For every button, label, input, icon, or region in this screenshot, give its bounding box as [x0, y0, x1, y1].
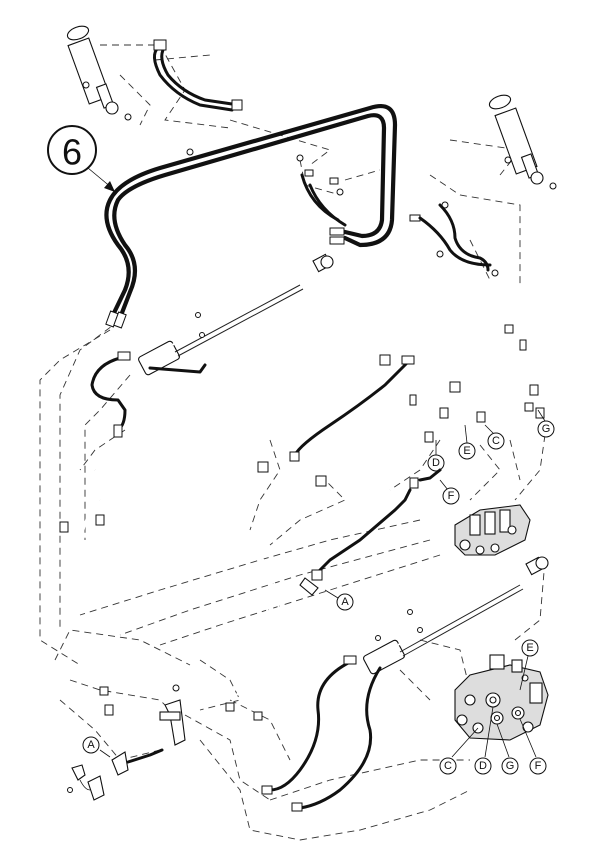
assembly-dashed-lines	[39, 44, 546, 841]
callout-valve-e: E	[526, 642, 533, 654]
lower-left-parts	[67, 684, 186, 801]
hose-upper-left	[153, 39, 243, 112]
steel-tubes-center	[257, 324, 534, 487]
hose-upper-right	[300, 173, 492, 272]
reference-number: 6	[62, 132, 82, 173]
callout-valve-d: D	[479, 760, 487, 772]
control-valve-upper	[299, 468, 531, 596]
callout-upper-g: G	[542, 423, 551, 435]
hose-middle-upper	[90, 351, 207, 438]
callout-valve-g: G	[506, 760, 515, 772]
callout-upper-c: C	[492, 435, 500, 447]
left-frame-tubes	[59, 469, 282, 721]
callout-hose-end-a: A	[341, 596, 349, 608]
hose-lower	[261, 655, 382, 812]
hose-center-black	[289, 355, 415, 462]
lower-cylinder	[363, 556, 549, 675]
callout-valve-f: F	[535, 760, 542, 772]
callout-valve-c: C	[444, 760, 452, 772]
callout-upper-d: D	[432, 457, 440, 469]
hose-6	[104, 103, 398, 329]
upper-left-cylinder	[66, 25, 132, 121]
valve-callouts: E C D G F	[439, 639, 547, 775]
hose-end-callout: A	[324, 589, 354, 611]
upper-callouts: D E C G F	[427, 409, 555, 505]
lower-left-callout: A	[82, 736, 111, 758]
callout-upper-f: F	[448, 490, 455, 502]
reference-marker-6: 6	[47, 125, 115, 192]
upper-right-cylinder	[488, 94, 557, 190]
upper-fittings	[186, 148, 499, 277]
callout-lower-left-a: A	[87, 739, 95, 751]
valve-detail	[454, 654, 549, 741]
callout-upper-e: E	[463, 445, 470, 457]
fitting-column	[409, 339, 545, 443]
middle-upper-cylinder	[138, 253, 334, 376]
